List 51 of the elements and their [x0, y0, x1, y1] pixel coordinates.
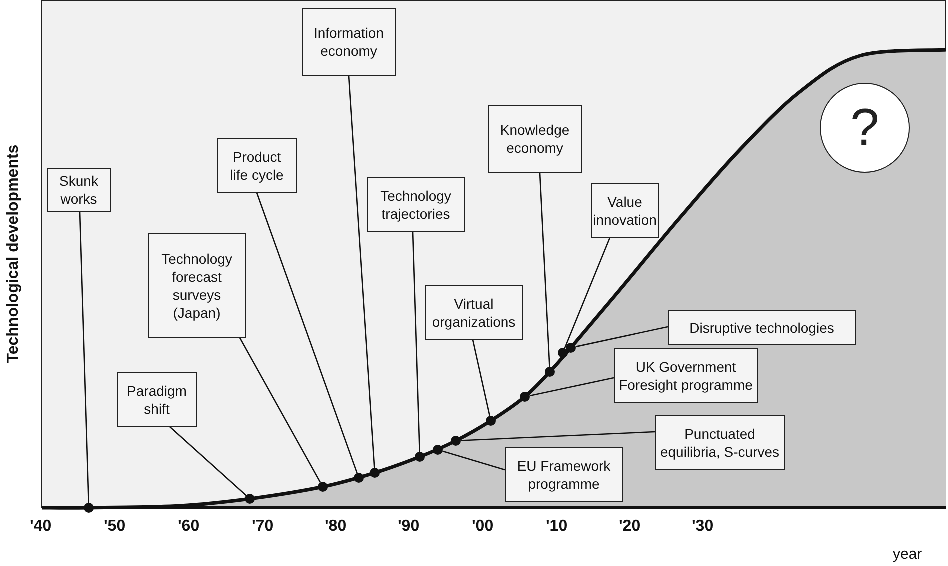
callout-box: UK Government Foresight programme: [614, 348, 758, 403]
tick-label: '50: [104, 518, 126, 536]
leader-line: [170, 426, 247, 496]
tick-label: '90: [398, 518, 420, 536]
callout-box: Knowledge economy: [488, 105, 582, 173]
axis-title: year: [893, 546, 922, 563]
curve-point: [520, 392, 530, 402]
tick-label: '40: [30, 518, 52, 536]
leader-line: [564, 238, 611, 349]
callout-box: EU Framework programme: [505, 447, 623, 502]
curve-point: [545, 367, 555, 377]
leader-line: [576, 326, 668, 348]
leader-line: [256, 192, 358, 474]
leader-line: [348, 76, 376, 468]
tick-label: '70: [252, 518, 274, 536]
leader-line: [442, 450, 506, 471]
callout-box: Virtual organizations: [425, 285, 523, 340]
curve-point: [415, 452, 425, 462]
callout-box: Skunk works: [47, 168, 111, 212]
curve-point: [318, 482, 328, 492]
tick-label: '80: [325, 518, 347, 536]
tick-label: '20: [619, 518, 641, 536]
tick-label: '00: [472, 518, 494, 536]
leader-line: [472, 340, 491, 416]
callout-box: Information economy: [302, 8, 396, 76]
callout-box: Technology forecast surveys (Japan): [148, 233, 246, 338]
callout-box: Paradigm shift: [117, 372, 197, 427]
curve-point: [84, 503, 94, 513]
curve-point: [486, 416, 496, 426]
leader-line: [239, 338, 322, 483]
leader-line: [79, 212, 90, 504]
leader-line: [530, 377, 614, 397]
curve-point: [354, 473, 364, 483]
curve-point: [245, 494, 255, 504]
callout-box: Disruptive technologies: [668, 310, 856, 345]
curve-point: [370, 468, 380, 478]
curve-point: [451, 436, 461, 446]
callout-box: Punctuated equilibria, S-curves: [655, 415, 785, 470]
callout-box: Product life cycle: [217, 138, 297, 193]
tick-label: '60: [178, 518, 200, 536]
curve-point: [558, 348, 568, 358]
callout-box: Value innovation: [591, 183, 659, 238]
callout-box: Technology trajectories: [367, 177, 465, 232]
leader-line: [412, 232, 420, 452]
leader-line: [460, 431, 656, 442]
axis-title: Technological developments: [5, 144, 23, 366]
curve-point: [566, 343, 576, 353]
leader-line: [539, 172, 550, 368]
tick-label: '30: [692, 518, 714, 536]
curve-point: [433, 445, 443, 455]
tick-label: '10: [546, 518, 568, 536]
